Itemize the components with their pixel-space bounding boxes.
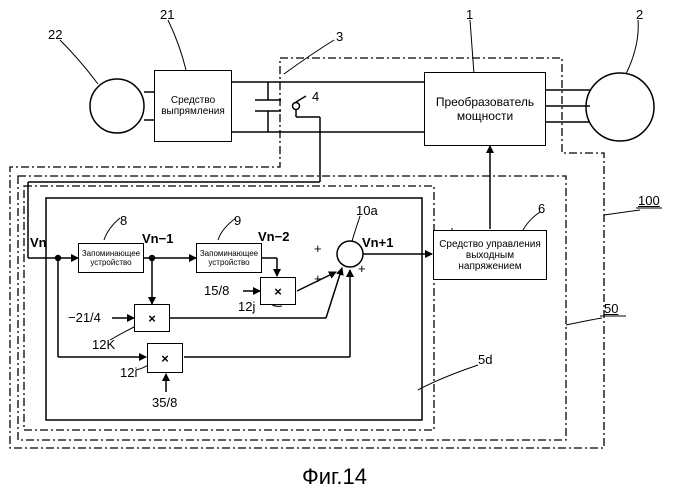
ref-5d: 5d	[478, 353, 492, 366]
ref-12i: 12i	[120, 366, 137, 379]
multiplier-12i: ×	[147, 343, 183, 373]
voltage-control-block: Средство управления выходным напряжением	[433, 230, 547, 280]
motor-2-circle	[586, 73, 654, 141]
power-converter-label: Преобразователь мощности	[427, 95, 543, 123]
rectifier-block: Средство выпрямления	[154, 70, 232, 142]
coef-15-8: 15/8	[204, 284, 229, 297]
ref-8: 8	[120, 214, 127, 227]
multiplier-12k: ×	[134, 304, 170, 332]
memory-block-8: Запоминающее устройство	[78, 243, 144, 273]
multiplier-12j-sign: ×	[274, 284, 282, 299]
signal-vn-minus-1: Vn−1	[142, 232, 173, 245]
power-converter-block: Преобразователь мощности	[424, 72, 546, 146]
multiplier-12j: ×	[260, 277, 296, 305]
ref-9: 9	[234, 214, 241, 227]
ref-1: 1	[466, 8, 473, 21]
generator-22-circle	[90, 79, 144, 133]
signal-vn-minus-2: Vn−2	[258, 230, 289, 243]
multiplier-12i-sign: ×	[161, 351, 169, 366]
ref-100: 100	[638, 194, 660, 207]
memory-block-9: Запоминающее устройство	[196, 243, 262, 273]
ref-4: 4	[312, 90, 319, 103]
coef-35-8: 35/8	[152, 396, 177, 409]
coef-minus-21-4: −21/4	[68, 311, 101, 324]
ref-2: 2	[636, 8, 643, 21]
ref-12j: 12j	[238, 300, 255, 313]
signal-vn-plus-1: Vn+1	[362, 236, 393, 249]
ref-50: 50	[604, 302, 618, 315]
ref-6: 6	[538, 202, 545, 215]
voltage-control-label: Средство управления выходным напряжением	[435, 239, 545, 272]
ref-3: 3	[336, 30, 343, 43]
ref-22: 22	[48, 28, 62, 41]
plus-sign-top: +	[314, 242, 322, 255]
memory-9-label: Запоминающее устройство	[197, 249, 261, 267]
figure-caption: Фиг.14	[302, 466, 367, 488]
ref-10a: 10a	[356, 204, 378, 217]
signal-vn: Vn	[30, 236, 47, 249]
memory-8-label: Запоминающее устройство	[79, 249, 143, 267]
ref-21: 21	[160, 8, 174, 21]
rectifier-label: Средство выпрямления	[158, 95, 228, 117]
multiplier-12k-sign: ×	[148, 311, 156, 326]
plus-sign-middle: +	[314, 272, 322, 285]
plus-sign-right: +	[358, 262, 366, 275]
ref-12k: 12K	[92, 338, 115, 351]
